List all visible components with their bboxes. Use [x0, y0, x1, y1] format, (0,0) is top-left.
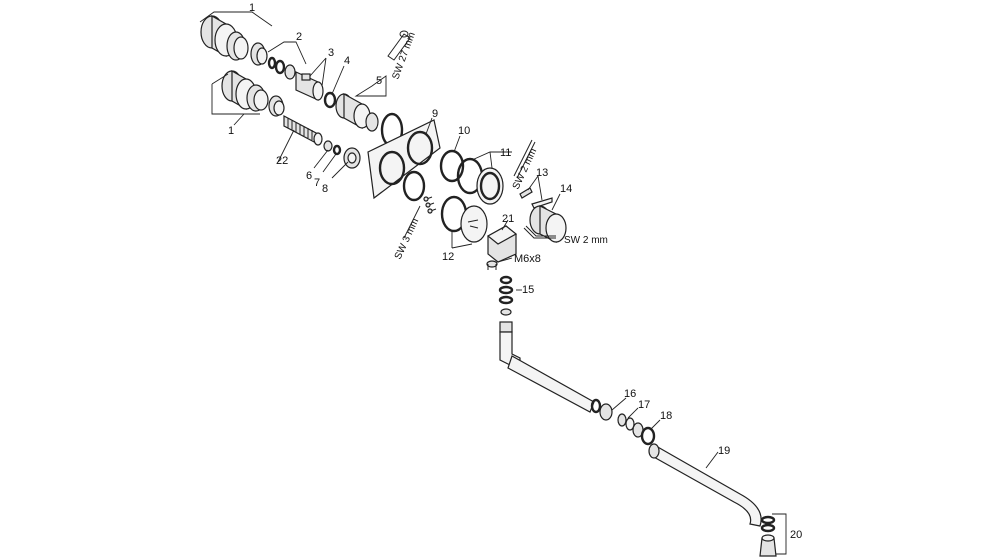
part-15-seals	[498, 275, 514, 316]
callout-9: 9	[432, 108, 438, 120]
part-21-spout-block	[486, 225, 518, 263]
callout-21: 21	[502, 213, 514, 225]
callout-17: 17	[638, 399, 650, 411]
callout-7: 7	[314, 177, 320, 189]
callout-13: 13	[536, 167, 548, 179]
note-m6x8: M6x8	[514, 253, 541, 265]
part-19-spout	[648, 443, 762, 527]
callout-14: 14	[560, 183, 572, 195]
callout-2: 2	[296, 31, 302, 43]
callout-6: 6	[306, 170, 312, 182]
part-22-threaded-spindle	[283, 115, 323, 146]
callout-19: 19	[718, 445, 730, 457]
callout-10: 10	[458, 125, 470, 137]
part-8-star-washer	[343, 147, 361, 169]
sw2-key-upper	[513, 139, 536, 179]
callout-15: 15	[522, 284, 534, 296]
part-18-nut	[632, 422, 656, 446]
callout-1-lower: 1	[228, 125, 234, 137]
callout-1-upper: 1	[249, 2, 255, 14]
callout-8: 8	[322, 183, 328, 195]
callout-18: 18	[660, 410, 672, 422]
callout-12: 12	[442, 251, 454, 263]
callout-3: 3	[328, 47, 334, 59]
mounting-screws	[402, 170, 437, 214]
m6x8-screw	[486, 260, 498, 270]
part-5-bonnet	[335, 92, 404, 148]
part-13-grub-screws	[519, 187, 553, 209]
callout-16: 16	[624, 388, 636, 400]
part-1-upper-sleeves	[200, 14, 268, 66]
note-sw2-lower: SW 2 mm	[564, 235, 608, 246]
part-10-ring	[439, 149, 465, 183]
sw2-key-lower	[523, 225, 556, 239]
part-11-rosettes	[456, 157, 504, 205]
part-7	[332, 144, 342, 156]
part-1-lower-sleeves	[221, 69, 285, 117]
note-sw3: SW 3 mm	[393, 217, 422, 261]
callout-4: 4	[344, 55, 350, 67]
bracket-1-upper	[199, 11, 273, 27]
part-20-aerator	[759, 515, 777, 557]
callout-5: 5	[376, 75, 382, 87]
callout-11: 11	[500, 147, 511, 159]
part-12-rosette	[440, 195, 488, 243]
note-sw27: SW 27 mm	[390, 31, 417, 81]
part-4-oring	[323, 91, 337, 109]
part-6	[323, 140, 333, 152]
sw27-key	[387, 30, 411, 61]
part-17-nut	[617, 413, 635, 431]
part-2-seals	[267, 56, 296, 80]
supply-pipe	[507, 355, 595, 413]
part-14-handle	[529, 205, 567, 243]
part-16-coupling	[590, 398, 613, 421]
callout-22: 22	[276, 155, 288, 167]
callout-20: 20	[790, 529, 802, 541]
part-3-cartridge	[295, 71, 324, 101]
part-9-mounting-plate	[367, 119, 441, 200]
